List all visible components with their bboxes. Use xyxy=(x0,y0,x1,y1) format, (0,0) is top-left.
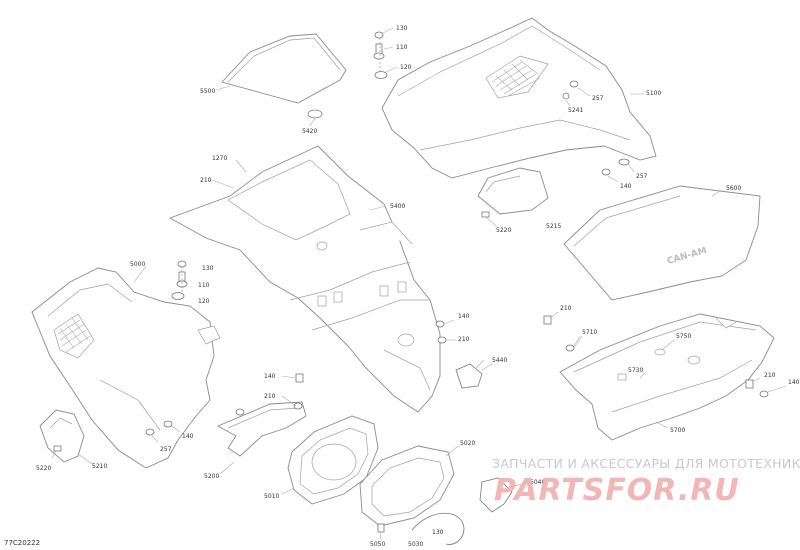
watermark-logo: PARTSFOR.RU xyxy=(494,473,740,508)
callout-5220: 5220 xyxy=(496,227,511,234)
part-5030-clamp xyxy=(411,512,465,545)
callout-5750: 5750 xyxy=(676,333,691,340)
part-5700-storage-tray xyxy=(559,313,775,441)
callout-5020: 5020 xyxy=(460,440,475,447)
part-5000-side-panel xyxy=(31,267,221,469)
callout-5200: 5200 xyxy=(204,473,219,480)
callout-140: 140 xyxy=(620,183,632,190)
callout-5400: 5400 xyxy=(390,203,405,210)
callout-210: 210 xyxy=(458,336,470,343)
part-5400-center-console xyxy=(168,145,441,413)
diagram-code: 77C20222 xyxy=(4,539,40,547)
fasteners-5100 xyxy=(562,80,644,183)
part-5020-gasket xyxy=(359,445,455,527)
fasteners-257-140-left xyxy=(145,420,181,443)
callout-5030: 5030 xyxy=(408,541,423,548)
callout-210: 210 xyxy=(560,305,572,312)
callout-110: 110 xyxy=(198,282,210,289)
part-5440-cap xyxy=(455,363,493,389)
callout-130: 130 xyxy=(396,25,408,32)
label-leaders xyxy=(77,85,723,495)
watermark: ЗАПЧАСТИ И АКСЕССУАРЫ ДЛЯ МОТОТЕХНИКИ PA… xyxy=(492,456,800,508)
part-5010-gauge-frame xyxy=(287,415,379,505)
part-5500-cover xyxy=(221,33,347,104)
callout-5210: 5210 xyxy=(92,463,107,470)
fasteners-5200 xyxy=(235,373,304,416)
callout-130: 130 xyxy=(432,529,444,536)
callout-130: 130 xyxy=(202,265,214,272)
callout-210: 210 xyxy=(200,177,212,184)
callout-5600: 5600 xyxy=(726,185,741,192)
callout-5700: 5700 xyxy=(670,427,685,434)
callout-5440: 5440 xyxy=(492,357,507,364)
callout-140: 140 xyxy=(264,373,276,380)
callout-140: 140 xyxy=(788,379,800,386)
part-5040-ring xyxy=(479,477,513,513)
part-5220-clip-top xyxy=(481,211,497,227)
callout-labels: 130 110 120 5500 5420 257 5241 5100 140 … xyxy=(36,25,800,548)
fastener-stack-top xyxy=(373,27,398,79)
fasteners-5700 xyxy=(543,311,787,398)
part-5600-side-panel: CAN-AM xyxy=(563,185,761,301)
callout-140: 140 xyxy=(458,313,470,320)
callout-257: 257 xyxy=(636,173,648,180)
callout-5050: 5050 xyxy=(370,541,385,548)
callout-257: 257 xyxy=(160,446,172,453)
callout-5040: 5040 xyxy=(530,479,545,486)
callout-5220: 5220 xyxy=(36,465,51,472)
fasteners-center-right xyxy=(435,319,456,344)
part-5215-cover xyxy=(477,167,549,215)
callout-5420: 5420 xyxy=(302,128,317,135)
callout-5710: 5710 xyxy=(582,329,597,336)
callout-5241: 5241 xyxy=(568,107,583,114)
callout-110: 110 xyxy=(396,44,408,51)
part-5050-screw xyxy=(377,523,385,541)
callout-5215: 5215 xyxy=(546,223,561,230)
callout-5730: 5730 xyxy=(628,367,643,374)
fastener-stack-left xyxy=(171,260,188,300)
part-5210-bracket xyxy=(39,409,85,463)
callout-5000: 5000 xyxy=(130,261,145,268)
callout-120: 120 xyxy=(400,64,412,71)
part-5220-clip-left xyxy=(51,445,62,459)
part-5420-grommet xyxy=(307,109,323,127)
callout-210: 210 xyxy=(264,393,276,400)
callout-120: 120 xyxy=(198,298,210,305)
callout-257: 257 xyxy=(592,95,604,102)
watermark-tagline: ЗАПЧАСТИ И АКСЕССУАРЫ ДЛЯ МОТОТЕХНИКИ xyxy=(492,456,800,471)
part-5100-side-panel xyxy=(381,17,657,179)
callout-5010: 5010 xyxy=(264,493,279,500)
callout-140: 140 xyxy=(182,433,194,440)
part-5200-bracket xyxy=(216,401,307,457)
callout-1270: 1270 xyxy=(212,155,227,162)
callout-5100: 5100 xyxy=(646,90,661,97)
callout-5500: 5500 xyxy=(200,88,215,95)
callout-210: 210 xyxy=(764,372,776,379)
